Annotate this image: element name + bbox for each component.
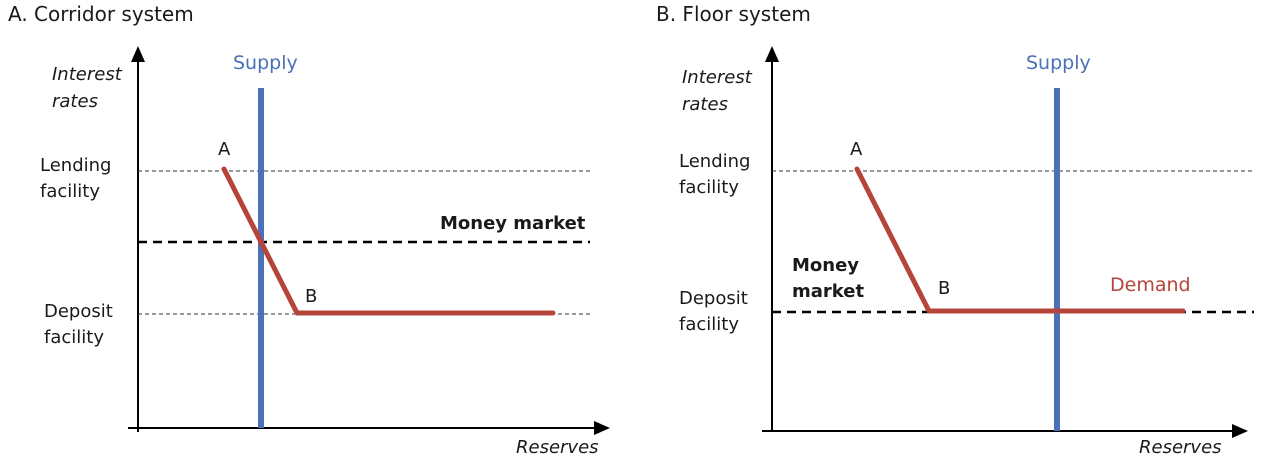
floor-system-panel: B. Floor system Interest rates Lending f… [634,0,1268,471]
demand-curve [854,166,1186,314]
lending-facility-label-line1: Lending [679,151,751,172]
y-axis-label-line1: Interest [52,64,122,85]
corridor-system-panel: A. Corridor system Interest rates Lendin… [8,2,610,458]
deposit-facility-label-line1: Deposit [679,288,748,309]
lending-facility-label-line2: facility [679,177,739,198]
demand-curve [221,166,556,316]
point-b-label: B [938,278,951,299]
y-axis-label-line1: Interest [682,67,752,88]
corridor-system-diagram [128,46,610,435]
money-market-label-line1: Money [792,255,860,276]
x-axis-arrow [594,421,610,435]
supply-label: Supply [1026,52,1091,74]
point-a-label: A [218,139,231,160]
y-axis-arrow [131,46,145,62]
money-market-label: Money market [440,213,586,234]
y-axis-label-line2: rates [52,91,98,112]
lending-facility-label-line1: Lending [40,155,112,176]
lending-facility-label-line2: facility [40,181,100,202]
point-a-label: A [850,139,863,160]
deposit-facility-label-line1: Deposit [44,301,113,322]
x-axis-label: Reserves [516,437,599,458]
supply-label: Supply [233,52,298,74]
panel-title: B. Floor system [656,2,811,26]
y-axis-label-line2: rates [682,94,728,115]
y-axis-arrow [765,46,779,62]
demand-label: Demand [1110,274,1191,296]
floor-system-diagram [762,46,1254,438]
deposit-facility-label-line2: facility [44,327,104,348]
x-axis-arrow [1232,424,1248,438]
money-market-label-line2: market [792,281,865,302]
deposit-facility-label-line2: facility [679,314,739,335]
panel-title: A. Corridor system [8,2,194,26]
x-axis-label: Reserves [1139,437,1222,458]
point-b-label: B [305,286,318,307]
